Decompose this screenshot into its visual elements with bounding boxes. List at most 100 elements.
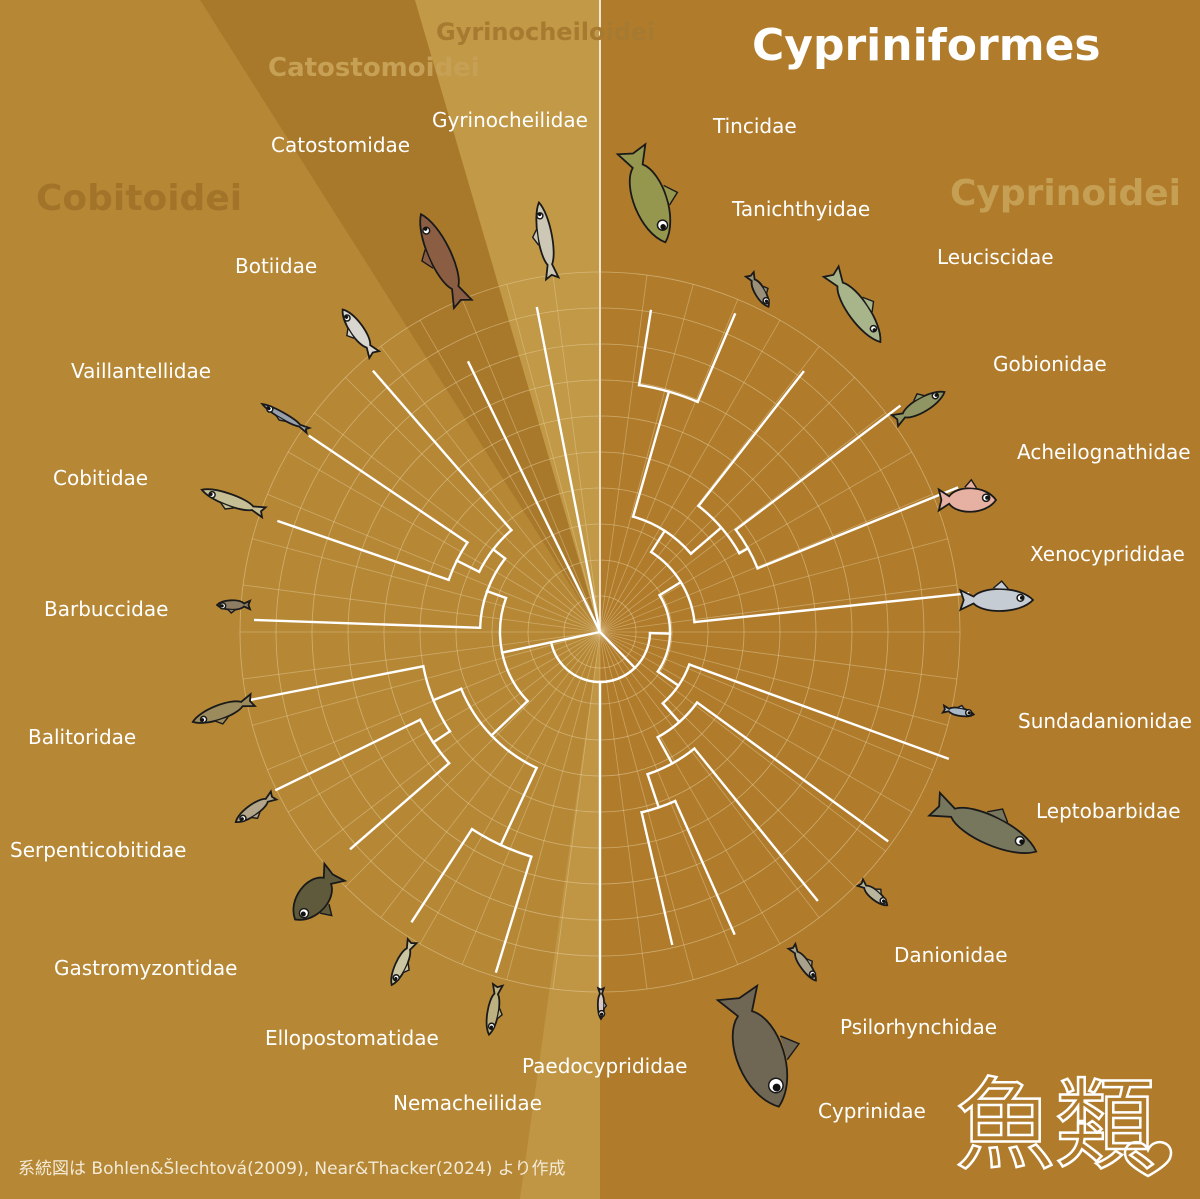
fish-pupil: [1019, 839, 1025, 845]
grid-spoke: [267, 493, 601, 633]
grid-spoke: [288, 451, 601, 633]
label-leptobarbidae: Leptobarbidae: [1036, 799, 1181, 823]
fish-body: [855, 877, 889, 907]
branch-serpenticobitidae: [274, 718, 422, 792]
branch-acheilognathidae: [756, 486, 959, 570]
fish-fin: [806, 958, 813, 967]
fish-body: [889, 390, 946, 429]
fish-fin: [275, 415, 286, 423]
grid-spoke: [552, 275, 601, 633]
label-tincidae: Tincidae: [712, 114, 797, 138]
label-vaillantellidae: Vaillantellidae: [71, 359, 211, 383]
grid-spoke: [252, 538, 601, 633]
fish-nemacheilidae-icon: [485, 982, 505, 1037]
branch-nemacheilidae: [494, 855, 533, 973]
fish-pupil: [240, 817, 244, 821]
grid-spoke: [599, 284, 694, 633]
fish-fin: [992, 580, 1009, 590]
grid-spoke: [599, 451, 912, 633]
fish-cobitidae-icon: [200, 488, 268, 520]
branch-stem: [661, 701, 681, 724]
branch-psilorhynchidae: [673, 799, 736, 936]
label-acheilognathidae: Acheilognathidae: [1017, 440, 1191, 464]
fish-body: [341, 308, 382, 361]
branch-arc: [470, 827, 533, 859]
fish-acheilognathidae-icon: [937, 478, 998, 513]
branch-arc: [421, 664, 452, 733]
branch-ellopostomatidae: [410, 827, 474, 923]
logo: 魚類: [954, 1066, 1173, 1185]
fish-serpenticobitidae-icon: [234, 789, 279, 823]
label-xenocyprididae: Xenocyprididae: [1030, 542, 1185, 566]
fish-pupil: [209, 492, 213, 496]
fish-pupil: [811, 973, 815, 977]
branch-stem: [657, 580, 683, 597]
grid-spoke: [380, 631, 601, 918]
fish-balitoridae-icon: [191, 692, 257, 725]
branch-danionidae: [692, 746, 819, 902]
fish-fin: [957, 704, 965, 710]
fish-pupil: [1019, 596, 1024, 600]
label-catostomidae: Catostomidae: [271, 133, 410, 157]
fish-fin: [762, 285, 769, 294]
branch-arc: [477, 528, 514, 574]
label-cobitidae: Cobitidae: [53, 466, 148, 490]
catostomoidei-sector: [200, 0, 600, 632]
branch-xenocyprididae: [693, 591, 970, 624]
grid-spoke: [314, 412, 601, 633]
fish-body: [743, 269, 770, 308]
fish-gyrinocheilidae-icon: [531, 200, 561, 282]
branch-cobitidae: [276, 519, 451, 582]
label-danionidae: Danionidae: [894, 943, 1008, 967]
branch-stem: [489, 699, 530, 738]
grid-spoke: [314, 631, 601, 852]
fish-fin: [320, 903, 333, 917]
branch-arc: [459, 687, 539, 770]
grid-spoke: [599, 584, 957, 633]
fish-danionidae-icon: [855, 877, 889, 907]
label-psilorhynchidae: Psilorhynchidae: [840, 1015, 997, 1039]
label-botiidae: Botiidae: [235, 254, 317, 278]
fish-pupil: [538, 212, 542, 217]
grid-spoke: [461, 631, 601, 965]
fish-tanichthyidae-icon: [743, 269, 770, 308]
fish-fin: [531, 229, 540, 246]
branch-arc: [631, 515, 693, 556]
branch-botiidae: [372, 369, 514, 532]
fish-ellopostomatidae-icon: [390, 936, 419, 987]
suborder-label-cobitoidei: Cobitoidei: [36, 178, 242, 219]
gyrinocheiloidei-sector: [415, 0, 600, 632]
fish-sundadanionidae-icon: [940, 703, 976, 718]
grid-spoke: [380, 346, 601, 633]
branch-balitoridae: [250, 664, 425, 702]
grid-spoke: [599, 631, 855, 887]
branch-tincidae: [637, 309, 653, 387]
branch-arc: [478, 556, 507, 630]
label-serpenticobitidae: Serpenticobitidae: [10, 838, 186, 862]
fish-body: [200, 488, 268, 520]
grid-spoke: [419, 320, 601, 633]
branch-arc: [656, 593, 672, 674]
label-gobionidae: Gobionidae: [993, 352, 1107, 376]
branch-arc: [646, 746, 697, 776]
branch-stem: [431, 729, 452, 745]
fish-pupil: [200, 718, 205, 722]
branch-stem: [646, 772, 661, 809]
fish-body: [234, 789, 279, 823]
label-balitoridae: Balitoridae: [28, 725, 136, 749]
label-cyprinidae: Cyprinidae: [818, 1099, 926, 1123]
source-credit: 系統図は Bohlen&Šlechtová(2009), Near&Thacke…: [18, 1157, 565, 1179]
fish-psilorhynchidae-icon: [786, 941, 817, 982]
fish-paedocyprididae-icon: [596, 986, 608, 1021]
suborder-label-cyprinoidei: Cyprinoidei: [950, 173, 1181, 214]
grid-spoke: [599, 631, 886, 852]
fish-fin: [663, 184, 679, 206]
fish-fin: [603, 1001, 608, 1009]
branch-stem: [485, 589, 508, 600]
grid-spoke: [599, 412, 886, 633]
grid-spoke: [599, 346, 820, 633]
branch-cyprinidae: [640, 810, 674, 946]
grid-spoke: [599, 631, 781, 944]
branch-sundadanionidae: [687, 662, 950, 761]
fish-pupil: [344, 315, 349, 319]
